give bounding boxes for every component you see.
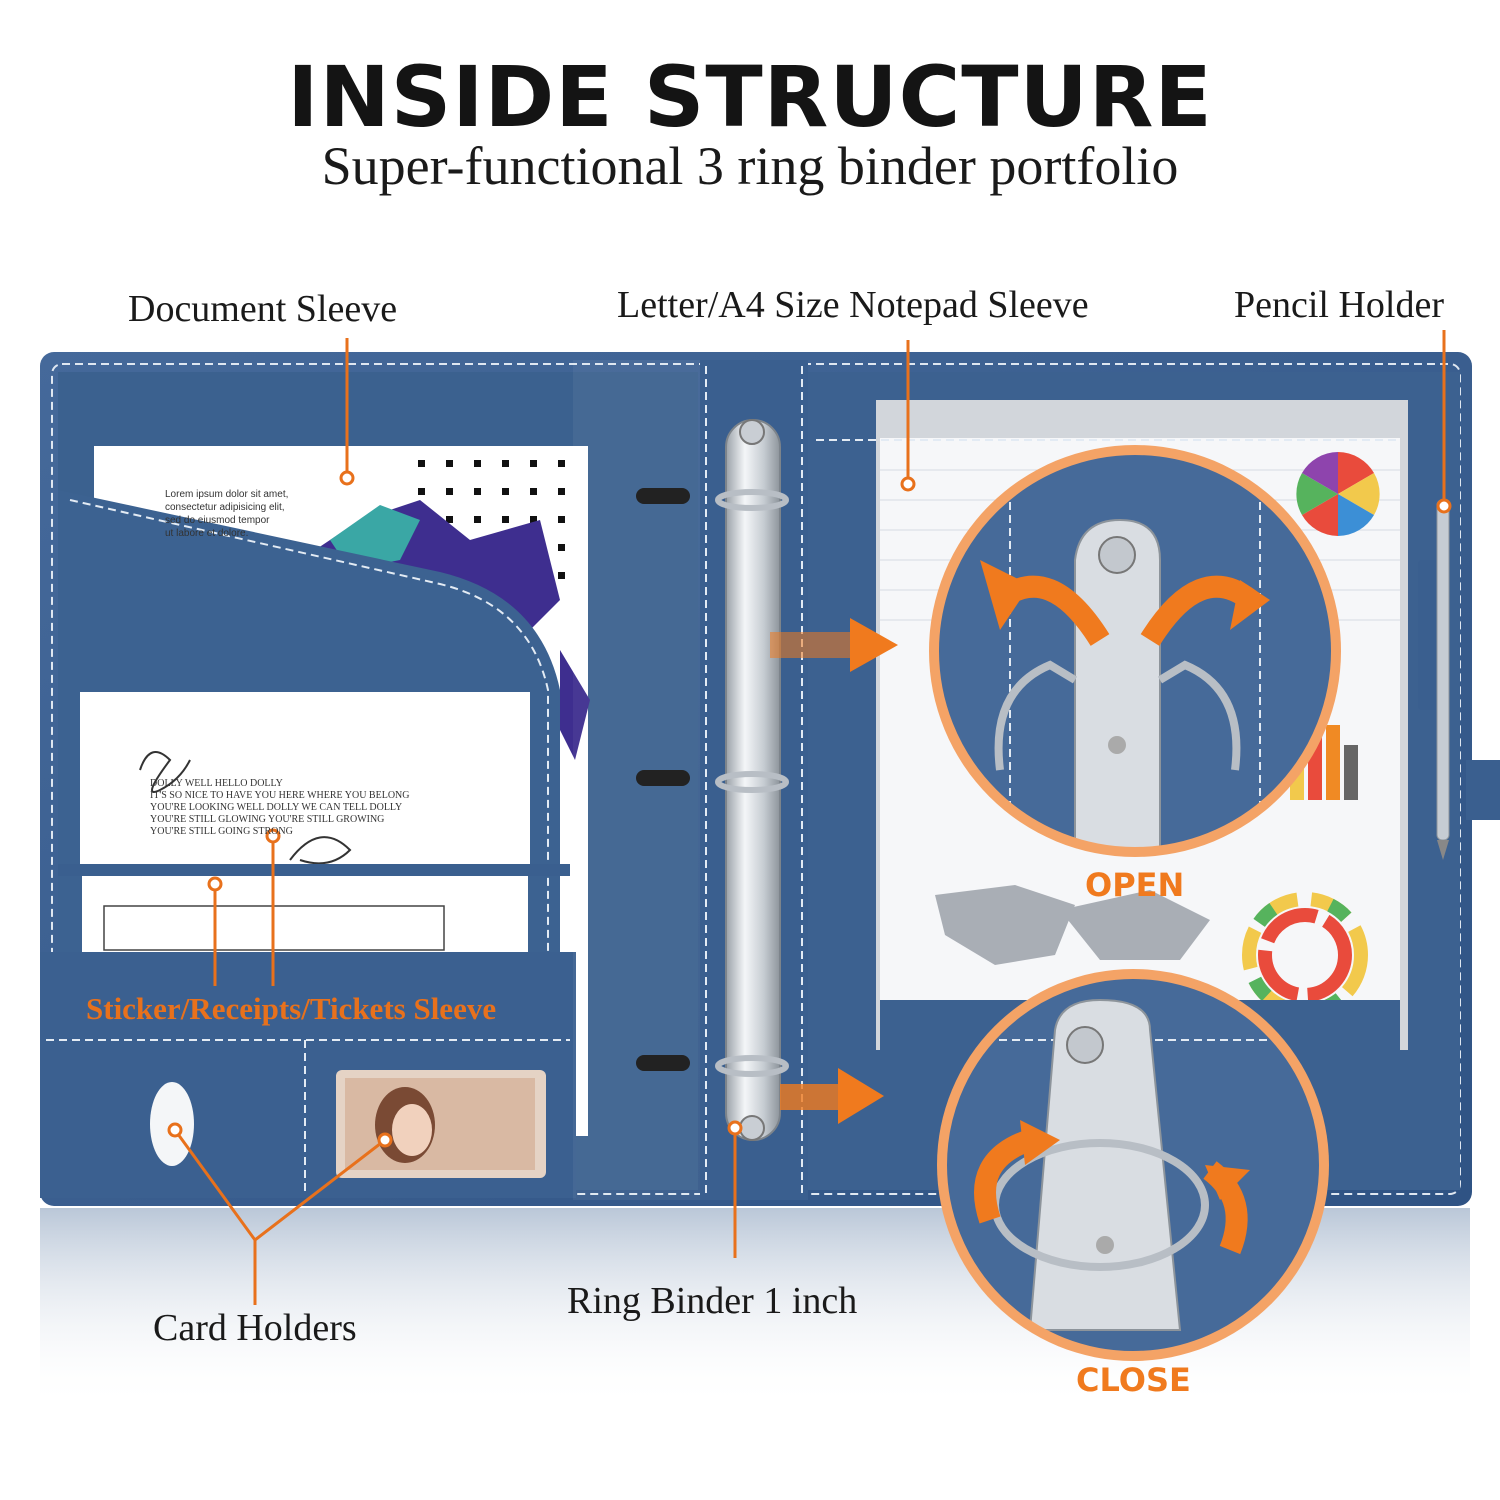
page-subtitle: Super-functional 3 ring binder portfolio bbox=[321, 136, 1179, 196]
close-detail-zoom bbox=[937, 969, 1329, 1361]
open-detail-zoom bbox=[929, 445, 1341, 857]
hello-card-text: DOLLY WELL HELLO DOLLY IT'S SO NICE TO H… bbox=[150, 778, 410, 837]
ring-mechanism-bar bbox=[725, 419, 781, 1141]
arrow-to-open-detail bbox=[770, 618, 898, 672]
callout-leader-lines bbox=[173, 330, 1446, 1305]
notepad-pie-graphic bbox=[1296, 452, 1380, 536]
label-card-holders: Card Holders bbox=[153, 1307, 357, 1349]
notepad-world-map bbox=[935, 885, 1210, 965]
label-ring-binder: Ring Binder 1 inch bbox=[567, 1280, 858, 1322]
label-close: CLOSE bbox=[1076, 1361, 1191, 1399]
label-open: OPEN bbox=[1085, 866, 1185, 904]
receipt-card bbox=[82, 876, 528, 956]
callout-dots bbox=[167, 470, 1452, 1148]
label-notepad-sleeve: Letter/A4 Size Notepad Sleeve bbox=[617, 284, 1089, 326]
document-sheet-text: Lorem ipsum dolor sit amet, consectetur … bbox=[165, 489, 289, 539]
page-title: INSIDE STRUCTURE bbox=[287, 48, 1213, 146]
label-pencil-holder: Pencil Holder bbox=[1234, 284, 1445, 326]
arrow-to-close-detail bbox=[780, 1068, 884, 1124]
pen bbox=[1436, 499, 1450, 841]
label-document-sleeve: Document Sleeve bbox=[128, 288, 398, 330]
label-sticker-sleeve: Sticker/Receipts/Tickets Sleeve bbox=[86, 991, 497, 1026]
